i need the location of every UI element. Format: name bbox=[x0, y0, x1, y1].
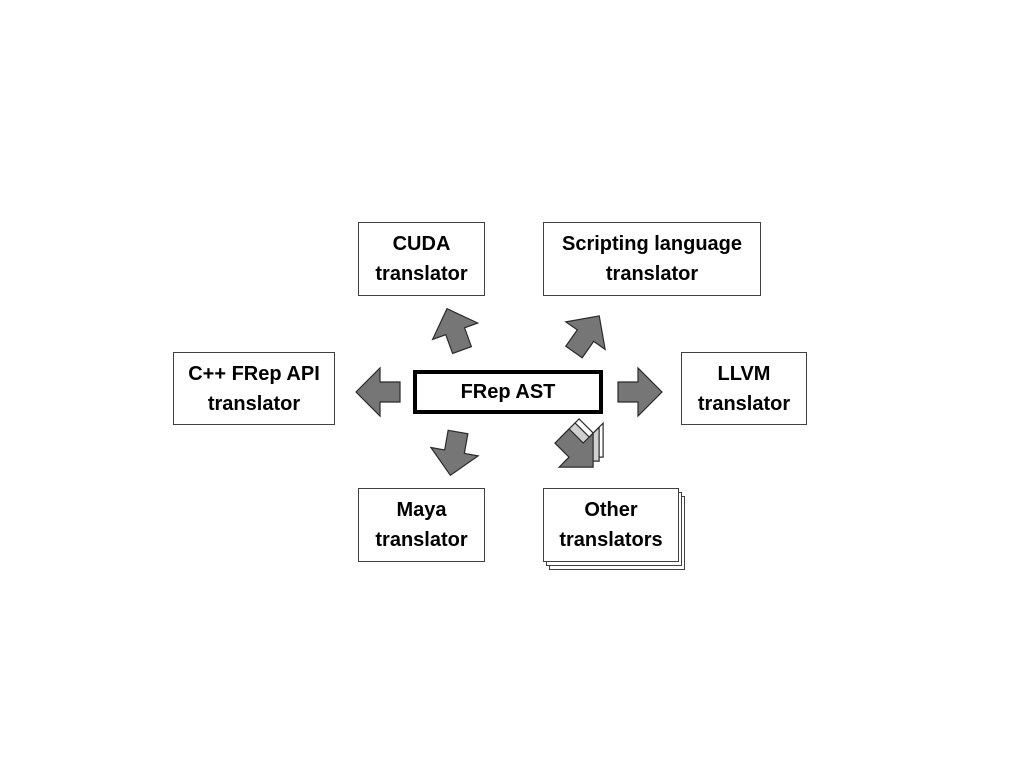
llvm-translator-node: LLVM translator bbox=[681, 352, 807, 425]
cpp-label-line1: C++ FRep API bbox=[188, 362, 320, 385]
scripting-label-line2: translator bbox=[605, 263, 699, 285]
maya-label-line2: translator bbox=[375, 529, 468, 551]
maya-translator-node: Maya translator bbox=[358, 488, 485, 562]
cuda-label-line1: CUDA bbox=[392, 233, 451, 255]
scripting-label-line1: Scripting language bbox=[561, 233, 743, 255]
arrow-to-cuda bbox=[423, 299, 486, 359]
arrow-to-llvm bbox=[617, 367, 663, 417]
llvm-label-line1: LLVM bbox=[717, 362, 771, 385]
other-label-line2: translators bbox=[559, 529, 663, 551]
scripting-translator-node: Scripting language translator bbox=[543, 222, 761, 296]
other-translators-node: Other translators bbox=[543, 488, 679, 562]
cpp-label-line2: translator bbox=[207, 392, 301, 415]
other-label-line1: Other bbox=[584, 499, 638, 521]
arrow-to-maya bbox=[426, 427, 483, 481]
cuda-label-line2: translator bbox=[375, 263, 468, 285]
frep-ast-label: FRep AST bbox=[460, 381, 556, 403]
arrow-to-scripting bbox=[553, 301, 620, 367]
llvm-label-line2: translator bbox=[697, 392, 791, 415]
maya-label-line1: Maya bbox=[396, 499, 447, 521]
cpp-translator-node: C++ FRep API translator bbox=[173, 352, 335, 425]
frep-ast-node: FRep AST bbox=[413, 370, 603, 414]
cuda-translator-node: CUDA translator bbox=[358, 222, 485, 296]
arrow-to-cpp bbox=[355, 367, 401, 417]
